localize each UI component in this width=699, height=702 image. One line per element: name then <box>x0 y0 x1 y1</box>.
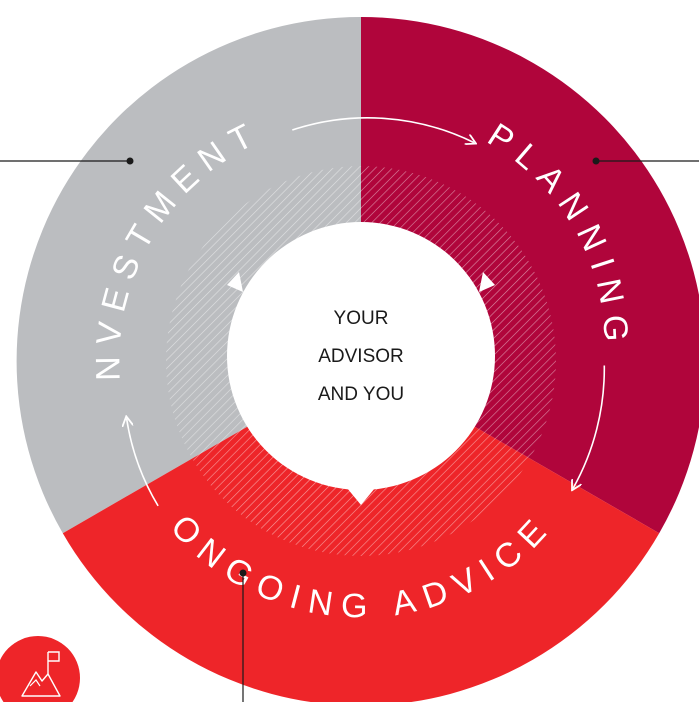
center-notch-bottom <box>347 488 375 505</box>
center-hub: YOUR ADVISOR AND YOU <box>227 222 495 505</box>
mountain-flag-icon <box>0 636 80 702</box>
arrow-ongoing-to-investments <box>127 419 159 507</box>
center-line-1: YOUR <box>334 308 389 329</box>
connector-planning <box>592 157 699 165</box>
arrow-investments-to-planning <box>292 117 474 143</box>
center-circle <box>227 222 495 490</box>
arrow-planning-to-ongoing <box>573 365 606 489</box>
connector-investments <box>0 157 134 165</box>
center-notch-top-left <box>227 272 243 292</box>
center-line-2: ADVISOR <box>318 346 404 367</box>
center-notch-top-right <box>479 272 495 292</box>
connector-ongoing-advice <box>239 569 247 702</box>
icon-background <box>0 636 80 702</box>
center-line-3: AND YOU <box>318 384 404 405</box>
